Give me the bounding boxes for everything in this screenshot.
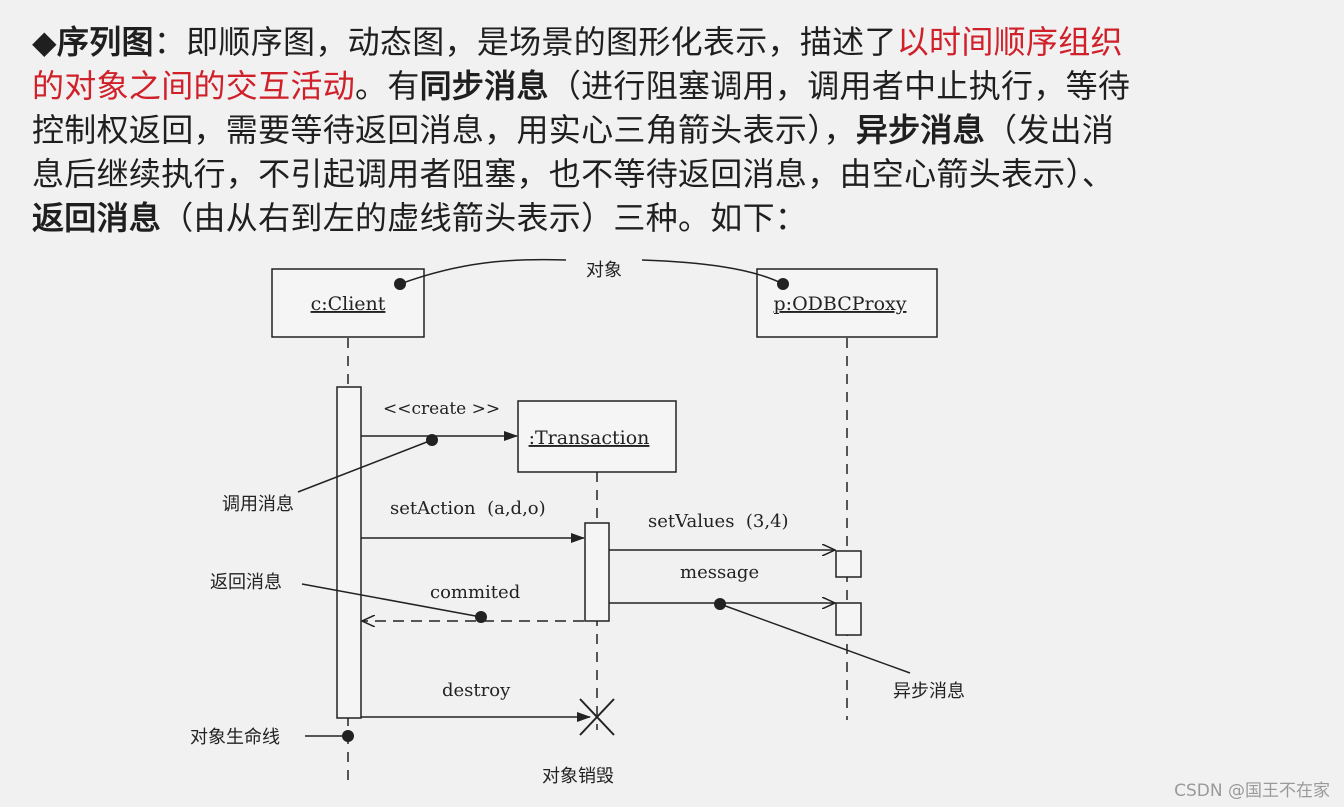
transaction-activation-bar xyxy=(584,522,610,622)
intro-text: 控制权返回，需要等待返回消息，用实心三角箭头表示）， xyxy=(32,111,856,149)
client-activation-bar xyxy=(336,386,362,719)
intro-text: （进行阻塞调用，调用者中止执行，等待 xyxy=(548,67,1131,105)
intro-line-4: 息后继续执行，不引起调用者阻塞，也不等待返回消息，由空心箭头表示）、 xyxy=(32,152,1302,196)
intro-line-2: 的对象之间的交互活动。有同步消息（进行阻塞调用，调用者中止执行，等待 xyxy=(32,64,1302,108)
intro-text: ：即顺序图，动态图，是场景的图形化表示，描述了 xyxy=(153,23,897,61)
lifeline-annotation: 对象生命线 xyxy=(190,727,354,748)
intro-text: 息后继续执行，不引起调用者阻塞，也不等待返回消息，由空心箭头表示）、 xyxy=(32,155,1115,193)
lifeline-annotation-label: 对象生命线 xyxy=(190,727,280,748)
destruction-x-icon xyxy=(579,698,615,736)
async-message-annotation-label: 异步消息 xyxy=(893,681,965,702)
watermark: CSDN @国王不在家 xyxy=(1174,781,1330,801)
client-object-label: c:Client xyxy=(311,293,386,315)
intro-line-5: 返回消息（由从右到左的虚线箭头表示）三种。如下： xyxy=(32,196,1302,240)
term-return-message: 返回消息 xyxy=(32,199,162,237)
proxy-activation-bar-2 xyxy=(835,602,862,636)
set-values-message-label: setValues (3,4) xyxy=(648,511,789,532)
return-message-label: commited xyxy=(430,582,520,603)
highlight-text: 以时间顺序组织 xyxy=(896,23,1123,61)
term-sequence-diagram: 序列图 xyxy=(56,23,154,61)
proxy-object-label: p:ODBCProxy xyxy=(774,293,907,315)
term-sync-message: 同步消息 xyxy=(419,67,549,105)
bullet-diamond-icon: ◆ xyxy=(32,23,57,61)
transaction-object-label: :Transaction xyxy=(529,427,650,449)
highlight-text: 的对象之间的交互活动 xyxy=(32,67,356,105)
set-action-message-label: setAction (a,d,o) xyxy=(390,498,546,519)
create-message-label: <<create >> xyxy=(383,399,500,419)
proxy-activation-bar-1 xyxy=(835,550,862,578)
intro-text: （发出消 xyxy=(985,111,1115,149)
intro-line-1: ◆序列图：即顺序图，动态图，是场景的图形化表示，描述了以时间顺序组织 xyxy=(32,20,1302,64)
destruction-annotation-label: 对象销毁 xyxy=(542,766,614,787)
intro-text: 。有 xyxy=(355,67,420,105)
async-message-label: message xyxy=(680,562,759,583)
return-message-annotation-label: 返回消息 xyxy=(210,572,282,593)
intro-paragraph: ◆序列图：即顺序图，动态图，是场景的图形化表示，描述了以时间顺序组织 的对象之间… xyxy=(32,20,1302,240)
async-message-annotation: 异步消息 xyxy=(714,598,965,702)
call-message-annotation-label: 调用消息 xyxy=(222,494,294,515)
return-message-annotation: 返回消息 xyxy=(210,572,487,623)
transaction-object-box: :Transaction xyxy=(517,400,677,473)
intro-line-3: 控制权返回，需要等待返回消息，用实心三角箭头表示），异步消息（发出消 xyxy=(32,108,1302,152)
intro-text: （由从右到左的虚线箭头表示）三种。如下： xyxy=(161,199,808,237)
destroy-message-label: destroy xyxy=(442,680,511,701)
call-message-annotation: 调用消息 xyxy=(222,434,438,515)
proxy-object-box: p:ODBCProxy xyxy=(756,268,938,338)
term-async-message: 异步消息 xyxy=(855,111,986,149)
object-annotation: 对象 xyxy=(394,258,789,290)
object-annotation-label: 对象 xyxy=(586,260,622,281)
